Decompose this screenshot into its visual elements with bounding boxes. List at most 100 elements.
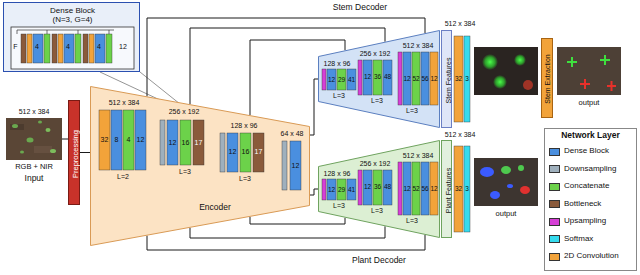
layer-bar (58, 34, 63, 63)
trapezoid-outline (91, 87, 310, 246)
stem-features-strip: Stem Features (441, 30, 452, 128)
diagram-label: 12 (169, 139, 177, 147)
diagram-label: 12 (430, 75, 437, 82)
node-text: Dense Block (N=3, G=4) (45, 6, 100, 24)
diagram-label: 32 (455, 185, 462, 192)
diagram-label: L=3 (239, 175, 251, 183)
node-text: output (579, 99, 600, 108)
stem-output-image: output (557, 47, 621, 95)
preprocessing-bar: Preprocessing (68, 100, 80, 205)
legend-text: Upsampling (564, 216, 606, 225)
layer-bar (373, 60, 382, 95)
diagram-label: 16 (182, 139, 190, 147)
node-text: Input (25, 174, 44, 184)
layer-bar (398, 52, 402, 105)
illustration-part (38, 121, 42, 124)
layer-bar (337, 69, 346, 90)
layer-bar (240, 133, 251, 172)
layer-bar (160, 120, 165, 165)
skip-connection (310, 189, 318, 195)
layer-bar (95, 34, 105, 63)
layer-bar (83, 34, 88, 63)
illustration-part (27, 138, 34, 143)
legend-swatch (549, 200, 560, 208)
plant-features-strip: Plant Features (441, 140, 452, 238)
layer-bar (358, 60, 362, 95)
diagram-label: 12 (119, 43, 127, 51)
trapezoid-outline (319, 31, 440, 128)
diagram-label: 512 x 384 (403, 152, 434, 160)
layer-bar (403, 52, 411, 105)
layer-bar (383, 60, 392, 95)
illustration-part (474, 47, 538, 95)
diagram-label: 12 (137, 136, 145, 144)
diagram-label: 16 (242, 148, 250, 156)
skip-line (17, 30, 114, 34)
legend-text: Downsampling (564, 164, 616, 173)
diagram-label: L=2 (117, 173, 129, 181)
node-text: output (496, 210, 517, 219)
layer-bar (290, 141, 301, 190)
layer-bar (322, 179, 326, 200)
legend-swatch (549, 218, 560, 226)
layer-bar (403, 162, 411, 215)
node-text: Stem Features (442, 31, 453, 129)
diagram-label: 3 (465, 185, 469, 192)
diagram-label: 12 (403, 75, 410, 82)
layer-bar (167, 120, 178, 165)
diagram-label: 3 (465, 75, 469, 82)
diagram-label: 12 (430, 185, 437, 192)
layer-bar (99, 110, 110, 170)
illustration-part (454, 36, 463, 122)
diagram-label: 48 (384, 183, 391, 190)
dense-block-frame (11, 27, 134, 69)
layer-bar (89, 34, 94, 63)
skip-tick (47, 30, 48, 34)
illustration-part (501, 166, 511, 174)
layer-bar (430, 52, 438, 105)
illustration-part (10, 124, 24, 130)
layer-bar (180, 120, 191, 165)
diagram-label: 29 (338, 186, 345, 193)
diagram-label: 128 x 96 (324, 60, 351, 68)
illustration-part (520, 186, 530, 194)
diagram-label: 52 (412, 185, 419, 192)
diagram-label: 12 (328, 76, 335, 83)
diagram-label: 512 x 384 (109, 99, 140, 107)
illustration-part (480, 167, 494, 177)
input-image: 512 x 384RGB + NIRInput (6, 118, 62, 160)
illustration-part (464, 36, 470, 122)
diagram-label: 512 x 384 (403, 42, 434, 50)
illustration-part (454, 146, 463, 232)
layer-bar (373, 170, 382, 205)
diagram-label: 32 (455, 75, 462, 82)
layer-bar (193, 120, 204, 165)
layer-bar (327, 179, 336, 200)
illustration-part (514, 54, 526, 66)
illustration-part (490, 191, 500, 199)
legend-swatch (549, 235, 560, 243)
diagram-label: 256 x 192 (360, 160, 391, 168)
node-text: Stem Decoder (333, 3, 387, 13)
diagram-label: 52 (412, 75, 419, 82)
layer-bar (327, 69, 336, 90)
illustration-part (12, 124, 18, 128)
diagram-label: 128 x 96 (324, 170, 351, 178)
diagram-label: 12 (292, 162, 300, 170)
diagram-label: 12 (364, 73, 371, 80)
illustration-part (507, 184, 513, 188)
layer-bar (363, 170, 372, 205)
diagram-label: 41 (348, 186, 355, 193)
diagram-label: L=3 (333, 92, 345, 100)
illustration-part (46, 128, 51, 132)
layer-bar (412, 52, 420, 105)
layer-bar (430, 162, 438, 215)
legend-swatch (549, 253, 560, 261)
trapezoid-outline (319, 141, 440, 238)
legend-swatch (549, 183, 560, 191)
legend-text: Concatenate (564, 181, 609, 190)
diagram-label: L=3 (371, 97, 383, 105)
skip-connection (250, 217, 345, 224)
layer-bar (347, 179, 356, 200)
